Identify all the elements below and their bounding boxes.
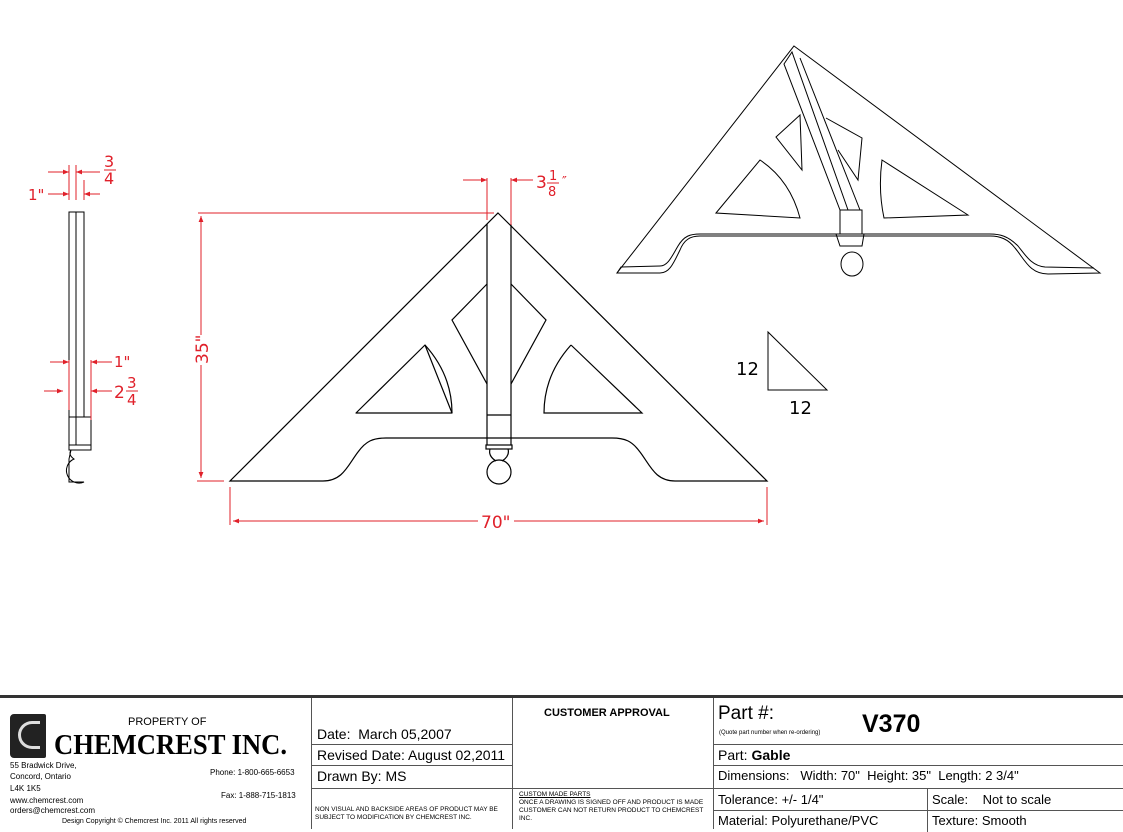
side-view-dimensions — [44, 165, 112, 420]
side-bot-frac-den: 4 — [127, 391, 137, 409]
email-link[interactable]: orders@chemcrest.com — [10, 806, 96, 815]
company-name: CHEMCREST INC. — [54, 730, 288, 761]
side-bot-whole: 2 — [114, 383, 125, 403]
address-line-2: Concord, Ontario — [10, 772, 71, 781]
modification-notice: NON VISUAL AND BACKSIDE AREAS OF PRODUCT… — [315, 806, 498, 821]
height-dimension-label: 35" — [193, 335, 213, 364]
customer-approval-title: CUSTOMER APPROVAL — [544, 707, 670, 719]
tolerance-field: Tolerance: +/- 1/4" — [718, 792, 824, 807]
date-value: March 05,2007 — [358, 726, 452, 742]
side-view-labels: 3 4 1" 1" 2 3 4 — [28, 152, 138, 409]
part-number-label: Part #: — [718, 703, 774, 724]
copyright-notice: Design Copyright © Chemcrest Inc. 2011 A… — [62, 818, 247, 825]
date-field: Date: March 05,2007 — [317, 726, 452, 742]
width-dimension-label: 70" — [481, 513, 510, 533]
title-block: PROPERTY OF CHEMCREST INC. 55 Bradwick D… — [0, 695, 1123, 832]
side-bot-frac-num: 3 — [127, 374, 137, 392]
side-top-frac-num: 3 — [104, 152, 114, 171]
pitch-rise: 12 — [736, 359, 759, 380]
post-width-whole: 3 — [536, 173, 547, 193]
post-width-num: 1 — [549, 169, 557, 184]
date-label: Date: — [317, 726, 351, 742]
svg-text:″: ″ — [562, 175, 567, 190]
scale-field: Scale: Not to scale — [932, 792, 1052, 807]
revised-date: Revised Date: August 02,2011 — [317, 747, 506, 763]
front-view-dimensions — [197, 177, 768, 525]
texture-field: Texture: Smooth — [932, 813, 1027, 828]
side-top-frac-den: 4 — [104, 169, 114, 188]
dates-cell: Date: March 05,2007 Revised Date: August… — [312, 698, 512, 832]
part-name-field: Part: Gable — [718, 747, 790, 763]
post-width-den: 8 — [548, 185, 556, 200]
approval-cell: CUSTOMER APPROVAL CUSTOM MADE PARTS ONCE… — [513, 698, 713, 832]
website-link[interactable]: www.chemcrest.com — [10, 796, 84, 805]
part-number-note: (Quote part number when re-ordering) — [719, 730, 821, 736]
postal-code: L4K 1K5 — [10, 784, 41, 793]
custom-parts-title: CUSTOM MADE PARTS — [519, 791, 591, 798]
company-cell: PROPERTY OF CHEMCREST INC. 55 Bradwick D… — [0, 698, 311, 832]
dimensions-field: Dimensions: Width: 70" Height: 35" Lengt… — [718, 768, 1019, 783]
phone-number: Phone: 1-800-665-6653 — [210, 768, 295, 777]
fax-number: Fax: 1-888-715-1813 — [221, 791, 296, 800]
material-field: Material: Polyurethane/PVC — [718, 813, 879, 828]
side-bot-one: 1" — [114, 353, 130, 371]
address-line-1: 55 Bradwick Drive, — [10, 761, 77, 770]
pitch-indicator: 12 12 — [736, 330, 829, 419]
part-cell: Part #: (Quote part number when re-order… — [714, 698, 1123, 832]
isometric-view — [615, 45, 1102, 277]
drawn-by: Drawn By: MS — [317, 768, 407, 784]
part-number-value: V370 — [862, 710, 921, 738]
part-name-label: Part: — [718, 747, 748, 763]
front-view-labels: 35" 70" 3 1 8 ″ — [193, 169, 567, 533]
pitch-run: 12 — [789, 398, 812, 419]
custom-parts-text: ONCE A DRAWING IS SIGNED OFF AND PRODUCT… — [519, 799, 704, 822]
technical-drawing: 3 4 1" 1" 2 3 4 35" — [28, 45, 1102, 533]
property-of-label: PROPERTY OF — [128, 716, 207, 728]
front-view — [228, 212, 769, 485]
side-view — [65, 211, 92, 484]
part-name-value: Gable — [751, 747, 791, 763]
side-top-one: 1" — [28, 186, 44, 204]
company-logo-icon — [10, 714, 46, 758]
